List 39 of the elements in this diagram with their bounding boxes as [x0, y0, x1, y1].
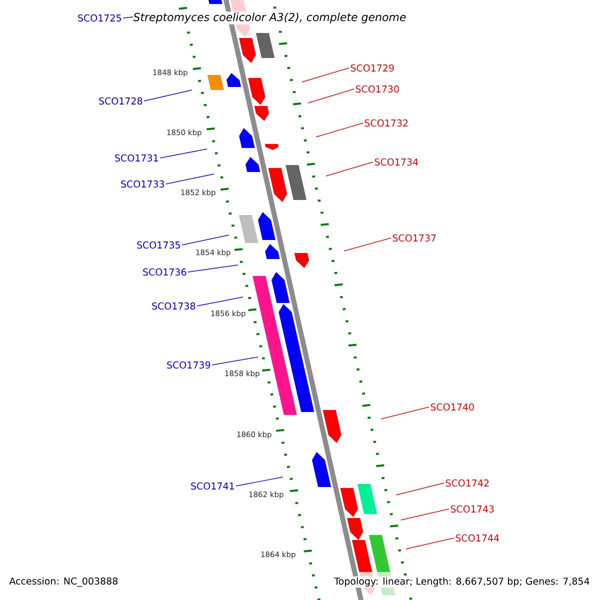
accession-label: Accession: NC_003888 — [8, 576, 120, 588]
gene-label: SCO1737 — [392, 234, 436, 242]
leader-line — [166, 174, 214, 184]
leader-line — [182, 234, 230, 246]
map-title: Streptomyces coelicolor A3(2), complete genome — [132, 12, 408, 24]
gene-label: SCO1738 — [152, 302, 196, 310]
gene-label: SCO1743 — [450, 505, 494, 513]
genome-summary: Topology: linear; Length: 8,667,507 bp; Genes: 7,854 — [333, 576, 591, 588]
leader-line — [196, 296, 244, 306]
leader-line — [344, 238, 392, 252]
leader-line — [188, 264, 238, 272]
gene-label: SCO1729 — [350, 64, 394, 72]
gene-label: SCO1742 — [446, 479, 489, 487]
gene-label: SCO1736 — [143, 268, 186, 276]
gene-label: SCO1744 — [456, 534, 499, 542]
gene-label: SCO1728 — [99, 97, 142, 105]
leader-line — [144, 90, 192, 102]
leader-line — [400, 508, 450, 520]
gene-label: SCO1733 — [121, 180, 164, 188]
gene-label: SCO1741 — [191, 482, 234, 490]
leader-line — [380, 406, 430, 420]
leader-line — [396, 482, 444, 496]
leader-line — [316, 122, 364, 138]
gene-label: SCO1731 — [115, 154, 158, 162]
gene-label: SCO1730 — [356, 85, 399, 93]
leader-line — [160, 148, 208, 158]
gene-label: SCO1735 — [137, 241, 180, 249]
gene-label: SCO1732 — [364, 119, 408, 127]
leader-line — [326, 162, 374, 176]
leader-line — [236, 476, 284, 486]
leader-line — [302, 68, 350, 82]
gene-label: SCO1739 — [167, 361, 210, 369]
leader-line — [406, 538, 454, 550]
leader-line — [122, 16, 134, 18]
gene-label: SCO1734 — [374, 158, 418, 166]
leader-line — [212, 356, 258, 366]
leader-line — [308, 88, 354, 104]
gene-label: SCO1725 — [78, 14, 121, 22]
gene-label: SCO1740 — [430, 403, 474, 411]
